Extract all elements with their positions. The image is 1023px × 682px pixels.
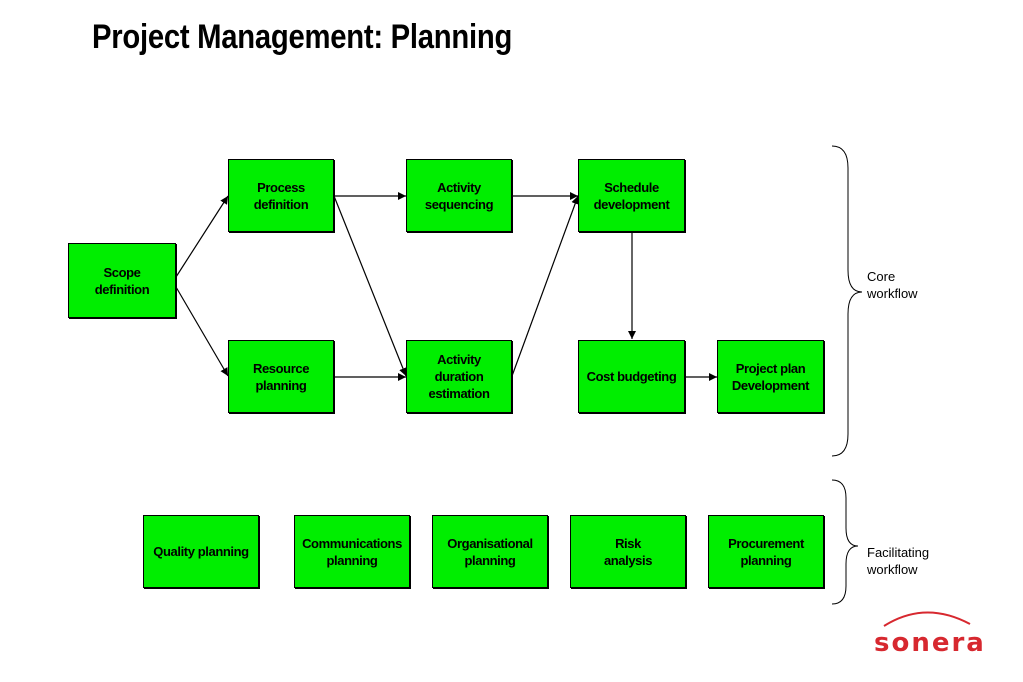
resource-planning-label: Resource planning: [252, 360, 310, 393]
project-plan-label: Project plan Development: [731, 360, 810, 393]
facilitating-workflow-label: Facilitating workflow: [867, 545, 930, 577]
page-title: Project Management: Planning: [92, 18, 513, 56]
schedule-development-label: Schedule development: [593, 179, 670, 212]
scope-definition-box: Scope definition: [68, 243, 176, 318]
schedule-development-box: Schedule development: [578, 159, 685, 232]
risk-analysis-box: Risk analysis: [570, 515, 686, 588]
risk-analysis-label: Risk analysis: [603, 535, 653, 568]
quality-planning-label: Quality planning: [153, 544, 249, 559]
arrow-scope-to-process: [175, 195, 229, 278]
communications-planning-label: Communications planning: [302, 535, 402, 568]
activity-duration-label: Activity duration estimation: [428, 352, 490, 401]
scope-definition-label: Scope definition: [94, 264, 150, 297]
resource-planning-box: Resource planning: [228, 340, 334, 413]
quality-planning-box: Quality planning: [143, 515, 259, 588]
facilitating-workflow-brace: [831, 479, 859, 605]
organisational-planning-box: Organisational planning: [432, 515, 548, 588]
project-plan-box: Project plan Development: [717, 340, 824, 413]
organisational-planning-label: Organisational planning: [447, 535, 533, 568]
arrow-duration-to-schedule: [511, 195, 580, 377]
activity-duration-box: Activity duration estimation: [406, 340, 512, 413]
core-workflow-brace: [831, 145, 863, 457]
arrow-process-to-duration: [333, 195, 407, 377]
cost-budgeting-box: Cost budgeting: [578, 340, 685, 413]
arrow-scope-to-resource: [175, 286, 229, 377]
procurement-planning-box: Procurement planning: [708, 515, 824, 588]
sonera-logo-arc: [883, 611, 971, 627]
core-workflow-label: Core workflow: [867, 269, 918, 301]
sonera-logo: sonera: [874, 628, 986, 658]
activity-sequencing-label: Activity sequencing: [424, 179, 494, 212]
communications-planning-box: Communications planning: [294, 515, 410, 588]
cost-budgeting-label: Cost budgeting: [586, 369, 677, 384]
procurement-planning-label: Procurement planning: [728, 535, 804, 568]
activity-sequencing-box: Activity sequencing: [406, 159, 512, 232]
process-definition-box: Process definition: [228, 159, 334, 232]
process-definition-label: Process definition: [253, 179, 309, 212]
